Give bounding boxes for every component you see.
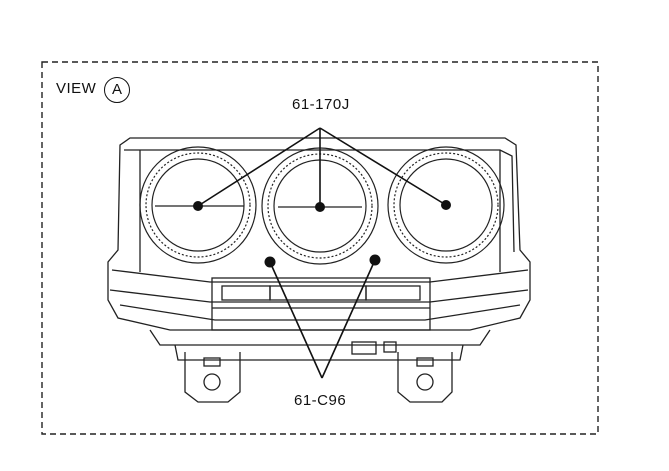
connector-dot [264,256,276,268]
view-letter-circle: A [104,77,130,103]
cluster-housing [107,137,531,403]
leader-lines [197,127,447,379]
callout-bottom-label: 61-C96 [294,392,347,409]
gauge-right [387,146,505,264]
callout-top-label: 61-170J [292,96,350,113]
connector-dot [369,254,381,266]
view-label: VIEW [56,80,97,97]
connector-dot [193,201,203,211]
connector-dot [441,200,451,210]
connector-points [193,200,451,268]
view-boundary [41,61,599,435]
connector-dot [315,202,325,212]
